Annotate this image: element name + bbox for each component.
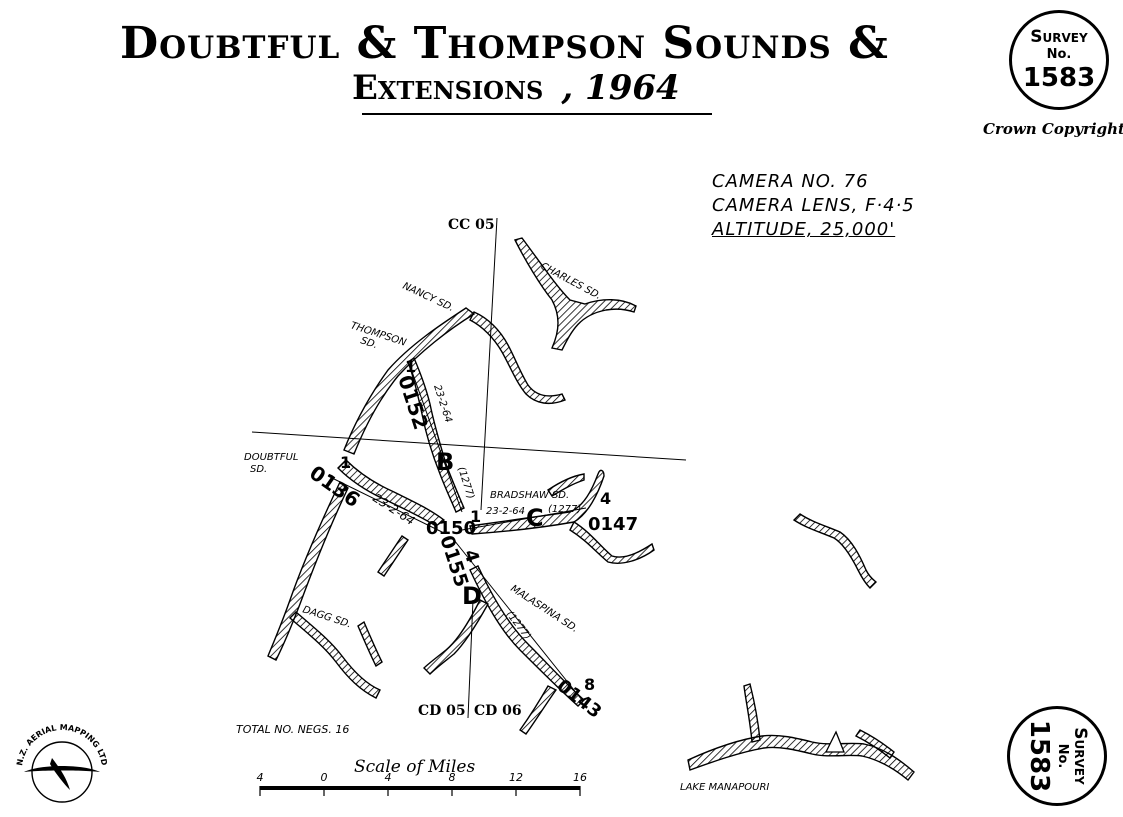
place-thompson-1: THOMPSON — [349, 320, 408, 349]
run-b-start: 1 — [405, 357, 416, 376]
aerial-mapping-logo: N.Z. AERIAL MAPPING LTD — [15, 723, 109, 803]
flight-lines — [327, 365, 587, 701]
scale-tick-label: 4 — [385, 771, 392, 784]
survey-badge-line2: No. — [1055, 743, 1070, 769]
west-coast-shape — [267, 480, 349, 661]
grid-label-cc05: CC 05 — [448, 217, 495, 233]
total-negatives: TOTAL NO. NEGS. 16 — [236, 723, 349, 736]
run-d-line — [453, 539, 583, 701]
logo-text: N.Z. AERIAL MAPPING LTD — [15, 723, 109, 767]
run-a-start: 1 — [340, 453, 351, 472]
malaspina-west-shape — [423, 599, 489, 675]
lake-island — [824, 730, 845, 753]
grid-label-cd06: CD 06 — [474, 703, 522, 719]
place-doubtful-1: DOUBTFUL — [244, 452, 299, 463]
run-c-number: (1277) — [548, 504, 581, 515]
scale-bar-rule — [260, 786, 580, 790]
map-subtitle: Extensions , 1964 — [352, 68, 680, 108]
scale-ticks — [259, 786, 581, 796]
place-manapouri: LAKE MANAPOURI — [680, 782, 769, 793]
place-thompson-2: SD. — [359, 335, 379, 351]
run-b-line — [409, 365, 463, 513]
survey-badge-number: 1583 — [1024, 719, 1054, 793]
logo-wing-icon — [24, 766, 100, 772]
survey-badge-line2: No. — [1046, 47, 1072, 62]
lake-manapouri-east-arm — [854, 729, 895, 760]
bradshaw-arm-shape — [569, 520, 655, 564]
dagg-inlet-shape — [357, 620, 383, 668]
survey-badge-line1: Survey — [1070, 727, 1090, 785]
manapouri-east-shape — [792, 513, 877, 589]
malaspina-sound-shape — [469, 565, 586, 707]
run-b-letter: B — [436, 448, 454, 476]
subtitle-year: , 1964 — [561, 68, 680, 108]
camera-info: CAMERA NO. 76 CAMERA LENS, F·4·5 ALTITUD… — [712, 170, 915, 242]
logo-text-path: N.Z. AERIAL MAPPING LTD — [15, 723, 109, 767]
scale-tick-label: 8 — [449, 771, 456, 784]
grid-label-group: CC 05 CD 05 CD 06 — [418, 217, 522, 719]
scale-tick-label: 0 — [321, 771, 328, 784]
scale-bar: Scale of Miles 4 0 4 8 12 16 — [257, 757, 588, 796]
run-c-date: 23-2-64 — [486, 506, 525, 517]
run-d-letter: D — [462, 582, 482, 610]
survey-badge-number: 1583 — [1022, 63, 1096, 93]
scale-title: Scale of Miles — [354, 757, 475, 777]
dagg-sound-shape — [288, 611, 381, 699]
title-underline — [362, 113, 712, 115]
grid-line-horizontal — [251, 431, 687, 461]
scale-tick-label: 12 — [509, 771, 523, 784]
camera-altitude: ALTITUDE, 25,000' — [712, 219, 896, 240]
run-d-start: 4 — [459, 547, 483, 565]
run-c-line — [461, 507, 587, 531]
survey-badge-bottom: Survey No. 1583 — [1007, 706, 1107, 806]
doubtful-south-arm-shape — [377, 535, 409, 577]
run-c-neg-end: 0147 — [588, 514, 638, 535]
run-c-start: 1 — [470, 507, 481, 526]
run-b-date: 23-2-64 — [431, 384, 454, 425]
coastlines — [267, 237, 915, 782]
grid-line-vertical-upper — [480, 217, 498, 511]
thompson-sound-shape — [343, 307, 476, 455]
map-title: Doubtful & Thompson Sounds & — [120, 18, 889, 69]
grid-label-cd05: CD 05 — [418, 703, 466, 719]
place-nancy: NANCY SD. — [401, 281, 456, 314]
scale-tick-labels: 4 0 4 8 12 16 — [257, 771, 588, 784]
run-d-neg-end: 0143 — [553, 675, 605, 722]
place-bradshaw: BRADSHAW SD. — [490, 490, 569, 501]
survey-badge-line1: Survey — [1030, 27, 1088, 47]
place-doubtful-2: SD. — [250, 464, 267, 475]
crown-copyright: Crown Copyright — [983, 120, 1123, 138]
logo-ring — [31, 741, 93, 803]
doubtful-sound-shape — [337, 459, 446, 527]
run-c-letter: C — [526, 504, 544, 532]
scale-tick-label: 4 — [257, 771, 264, 784]
survey-badge-top: Survey No. 1583 — [1009, 10, 1109, 110]
malaspina-east-shape — [519, 685, 558, 735]
run-c-end: 4 — [600, 489, 611, 508]
scale-tick-label: 16 — [573, 771, 587, 784]
bradshaw-north-arm-shape — [547, 473, 585, 497]
camera-lens: CAMERA LENS, F·4·5 — [712, 195, 915, 216]
lake-manapouri-north-arm — [743, 683, 761, 743]
run-d-end: 8 — [584, 675, 595, 694]
run-a-line — [327, 475, 443, 533]
run-c-neg-start: 0150 — [426, 518, 476, 539]
thompson-inner-shape — [407, 356, 465, 513]
logo-nz-island-icon — [50, 758, 70, 790]
lake-manapouri-shape — [687, 734, 915, 782]
camera-number: CAMERA NO. 76 — [712, 171, 869, 192]
charles-sound-shape — [513, 237, 637, 351]
nancy-arm-shape — [469, 311, 566, 405]
subtitle-extensions: Extensions — [352, 68, 544, 108]
